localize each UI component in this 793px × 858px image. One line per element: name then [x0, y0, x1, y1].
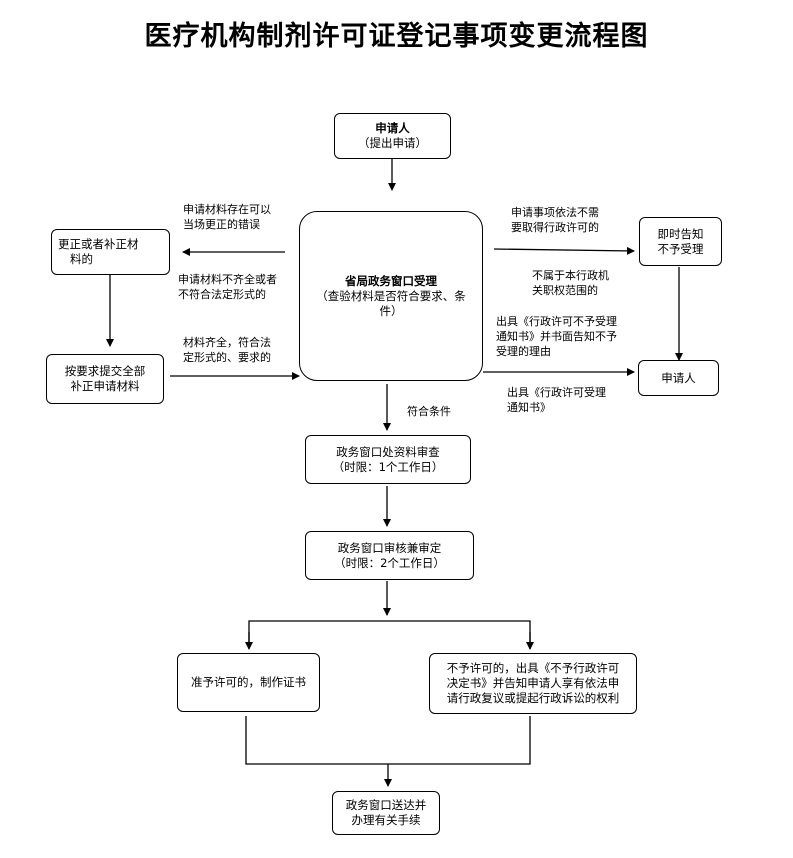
correct-materials-box: 更正或者补正材 料的: [51, 229, 170, 275]
center-desc-1: （查验材料是否符合要求、条: [316, 288, 466, 303]
note-out-scope-1: 不属于本行政机: [532, 269, 609, 282]
branch-line: [248, 620, 531, 646]
note-correctable-2: 当场更正的错误: [183, 218, 260, 231]
resubmit-box: 按要求提交全部 补正申请材料: [46, 354, 164, 404]
center-title: 省局政务窗口受理: [345, 273, 437, 288]
note-accept-2: 通知书》: [507, 401, 551, 414]
applicant-label: 申请人: [375, 121, 410, 135]
page-title: 医疗机构制剂许可证登记事项变更流程图: [144, 21, 649, 52]
deny-line-1: 不予许可的，出具《不予行政许可: [446, 661, 620, 675]
note-reject-1: 出具《行政许可不予受理: [496, 315, 617, 328]
note-reject-2: 通知书》并书面告知不予: [496, 330, 617, 343]
center-acceptance-box: 省局政务窗口受理 （查验材料是否符合要求、条 件）: [299, 211, 483, 381]
resubmit-line-2: 补正申请材料: [70, 379, 140, 393]
note-correctable: 申请材料存在可以 当场更正的错误: [183, 202, 271, 232]
note-out-scope-2: 关职权范围的: [532, 284, 598, 297]
note-qualified-text: 符合条件: [407, 405, 451, 418]
grant-box: 准予许可的，制作证书: [177, 653, 320, 712]
note-complete-1: 材料齐全，符合法: [183, 336, 271, 349]
note-accept-1: 出具《行政许可受理: [507, 386, 606, 399]
deny-line-2: 决定书》并告知申请人享有依法申: [446, 676, 620, 690]
review-line-2: （时限：1个工作日）: [332, 459, 444, 474]
inform-line-1: 即时告知: [657, 226, 704, 241]
note-complete: 材料齐全，符合法 定形式的、要求的: [183, 335, 271, 365]
approve-line-2: （时限：2个工作日）: [334, 555, 445, 570]
note-accept: 出具《行政许可受理 通知书》: [507, 385, 606, 415]
note-incomplete-1: 申请材料不齐全或者: [178, 273, 277, 286]
note-no-permit-2: 要取得行政许可的: [511, 221, 599, 234]
applicant-right-label: 申请人: [661, 370, 696, 385]
merge-line: [245, 716, 531, 765]
note-incomplete: 申请材料不齐全或者 不符合法定形式的: [178, 272, 277, 302]
correct-line-1: 更正或者补正材: [58, 237, 139, 251]
deliver-line-2: 办理有关手续: [351, 813, 421, 827]
note-reject-3: 受理的理由: [496, 345, 551, 358]
note-correctable-1: 申请材料存在可以: [183, 203, 271, 216]
applicant-right-box: 申请人: [638, 360, 719, 396]
correct-line-2: 料的: [70, 252, 93, 266]
note-no-permit-1: 申请事项依法不需: [511, 206, 599, 219]
center-desc-2: 件）: [379, 303, 403, 318]
applicant-sublabel: （提出申请）: [358, 136, 427, 150]
note-reject: 出具《行政许可不予受理 通知书》并书面告知不予 受理的理由: [496, 314, 617, 359]
approve-line-1: 政务窗口审核兼审定: [337, 540, 442, 555]
note-incomplete-2: 不符合法定形式的: [178, 288, 266, 301]
deliver-line-1: 政务窗口送达并: [345, 798, 427, 812]
applicant-box: 申请人 （提出申请）: [334, 113, 451, 159]
resubmit-line-1: 按要求提交全部: [64, 364, 146, 378]
review-line-1: 政务窗口处资料审查: [336, 444, 440, 459]
note-out-scope: 不属于本行政机 关职权范围的: [532, 268, 609, 298]
note-complete-2: 定形式的、要求的: [183, 351, 271, 364]
note-qualified: 符合条件: [407, 404, 451, 419]
note-no-permit: 申请事项依法不需 要取得行政许可的: [511, 205, 599, 235]
grant-line-1: 准予许可的，制作证书: [191, 675, 306, 689]
inform-line-2: 不予受理: [657, 241, 704, 256]
arrow-center-to-inform: [493, 246, 635, 255]
inform-reject-box: 即时告知 不予受理: [639, 217, 722, 266]
deny-line-3: 请行政复议或提起行政诉讼的权利: [446, 691, 620, 705]
review-box: 政务窗口处资料审查 （时限：1个工作日）: [305, 435, 471, 484]
deliver-box: 政务窗口送达并 办理有关手续: [332, 791, 440, 835]
deny-box: 不予许可的，出具《不予行政许可 决定书》并告知申请人享有依法申 请行政复议或提起…: [429, 653, 637, 714]
approve-box: 政务窗口审核兼审定 （时限：2个工作日）: [305, 531, 474, 580]
